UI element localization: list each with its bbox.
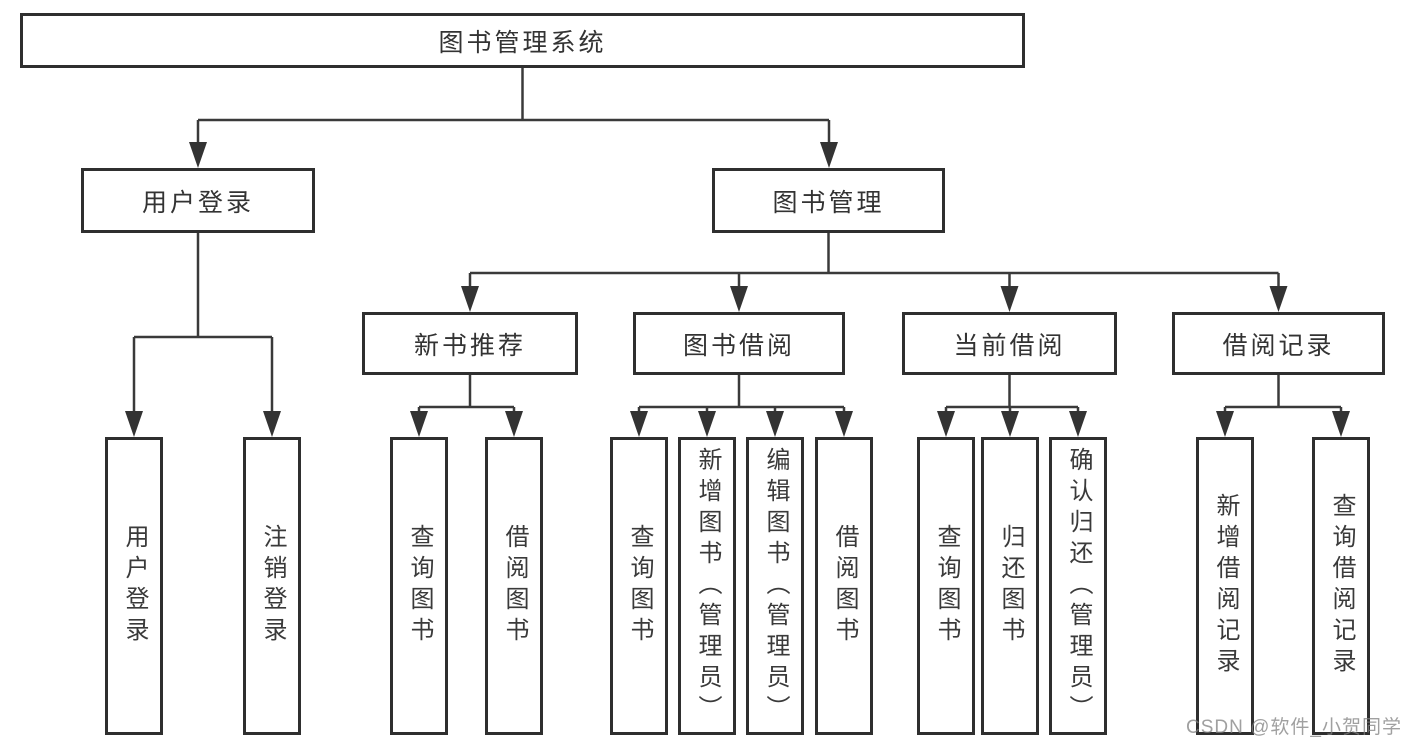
leaf-label: 用户登录 [121,524,148,648]
node-root-label: 图书管理系统 [438,28,607,57]
arrowhead [461,286,479,312]
arrowhead [1069,411,1087,437]
leaf-records-add-record: 新增借阅记录 [1196,437,1254,735]
leaf-label: 确认归还（管理员） [1065,446,1092,726]
leaf-label: 注销登录 [259,524,286,648]
node-root: 图书管理系统 [20,13,1025,68]
arrowhead [1000,286,1019,312]
leaf-label: 查询图书 [933,524,960,648]
leaf-borrow-add-books-admin: 新增图书（管理员） [678,437,736,735]
leaf-label: 编辑图书（管理员） [762,446,789,726]
node-label: 图书管理 [772,188,885,217]
node-label: 当前借阅 [953,331,1066,360]
arrowhead [1001,411,1019,437]
arrowhead [820,142,838,168]
leaf-label: 新增借阅记录 [1212,493,1239,679]
arrowhead [125,411,143,437]
leaf-label: 借阅图书 [831,524,858,648]
arrowhead [730,286,748,312]
leaf-label: 查询图书 [626,524,653,648]
leaf-user-login: 用户登录 [105,437,163,735]
leaf-borrow-query-books: 查询图书 [610,437,668,735]
arrowhead [1216,411,1234,437]
leaf-borrow-edit-books-admin: 编辑图书（管理员） [746,437,804,735]
node-book-borrow: 图书借阅 [633,312,845,375]
arrowhead [410,411,428,437]
leaf-label: 查询图书 [406,524,433,648]
node-user-login: 用户登录 [81,168,315,233]
leaf-logout-login: 注销登录 [243,437,301,735]
arrowhead [505,411,523,437]
leaf-borrow-borrow-books: 借阅图书 [815,437,873,735]
arrowhead [1269,286,1288,312]
leaf-label: 归还图书 [997,524,1024,648]
node-book-management: 图书管理 [712,168,945,233]
arrowhead [630,411,648,437]
leaf-label: 查询借阅记录 [1328,493,1355,679]
leaf-current-confirm-return-admin: 确认归还（管理员） [1049,437,1107,735]
arrowhead [835,411,853,437]
node-current-borrow: 当前借阅 [902,312,1117,375]
arrowhead [263,411,281,437]
leaf-label: 借阅图书 [501,524,528,648]
node-label: 借阅记录 [1222,331,1335,360]
node-label: 新书推荐 [413,331,526,360]
leaf-newbook-borrow-books: 借阅图书 [485,437,543,735]
arrowhead [766,411,784,437]
node-label: 用户登录 [141,188,254,217]
leaf-current-return-books: 归还图书 [981,437,1039,735]
leaf-records-query-record: 查询借阅记录 [1312,437,1370,735]
arrowhead [189,142,207,168]
leaf-label: 新增图书（管理员） [694,446,721,726]
leaf-newbook-query-books: 查询图书 [390,437,448,735]
arrowhead [937,411,955,437]
node-label: 图书借阅 [682,331,795,360]
arrowhead [698,411,716,437]
leaf-current-query-books: 查询图书 [917,437,975,735]
node-new-book-recommend: 新书推荐 [362,312,578,375]
node-borrow-records: 借阅记录 [1172,312,1385,375]
arrowhead [1332,411,1350,437]
csdn-watermark: CSDN @软件_小贺同学 [1186,717,1402,738]
